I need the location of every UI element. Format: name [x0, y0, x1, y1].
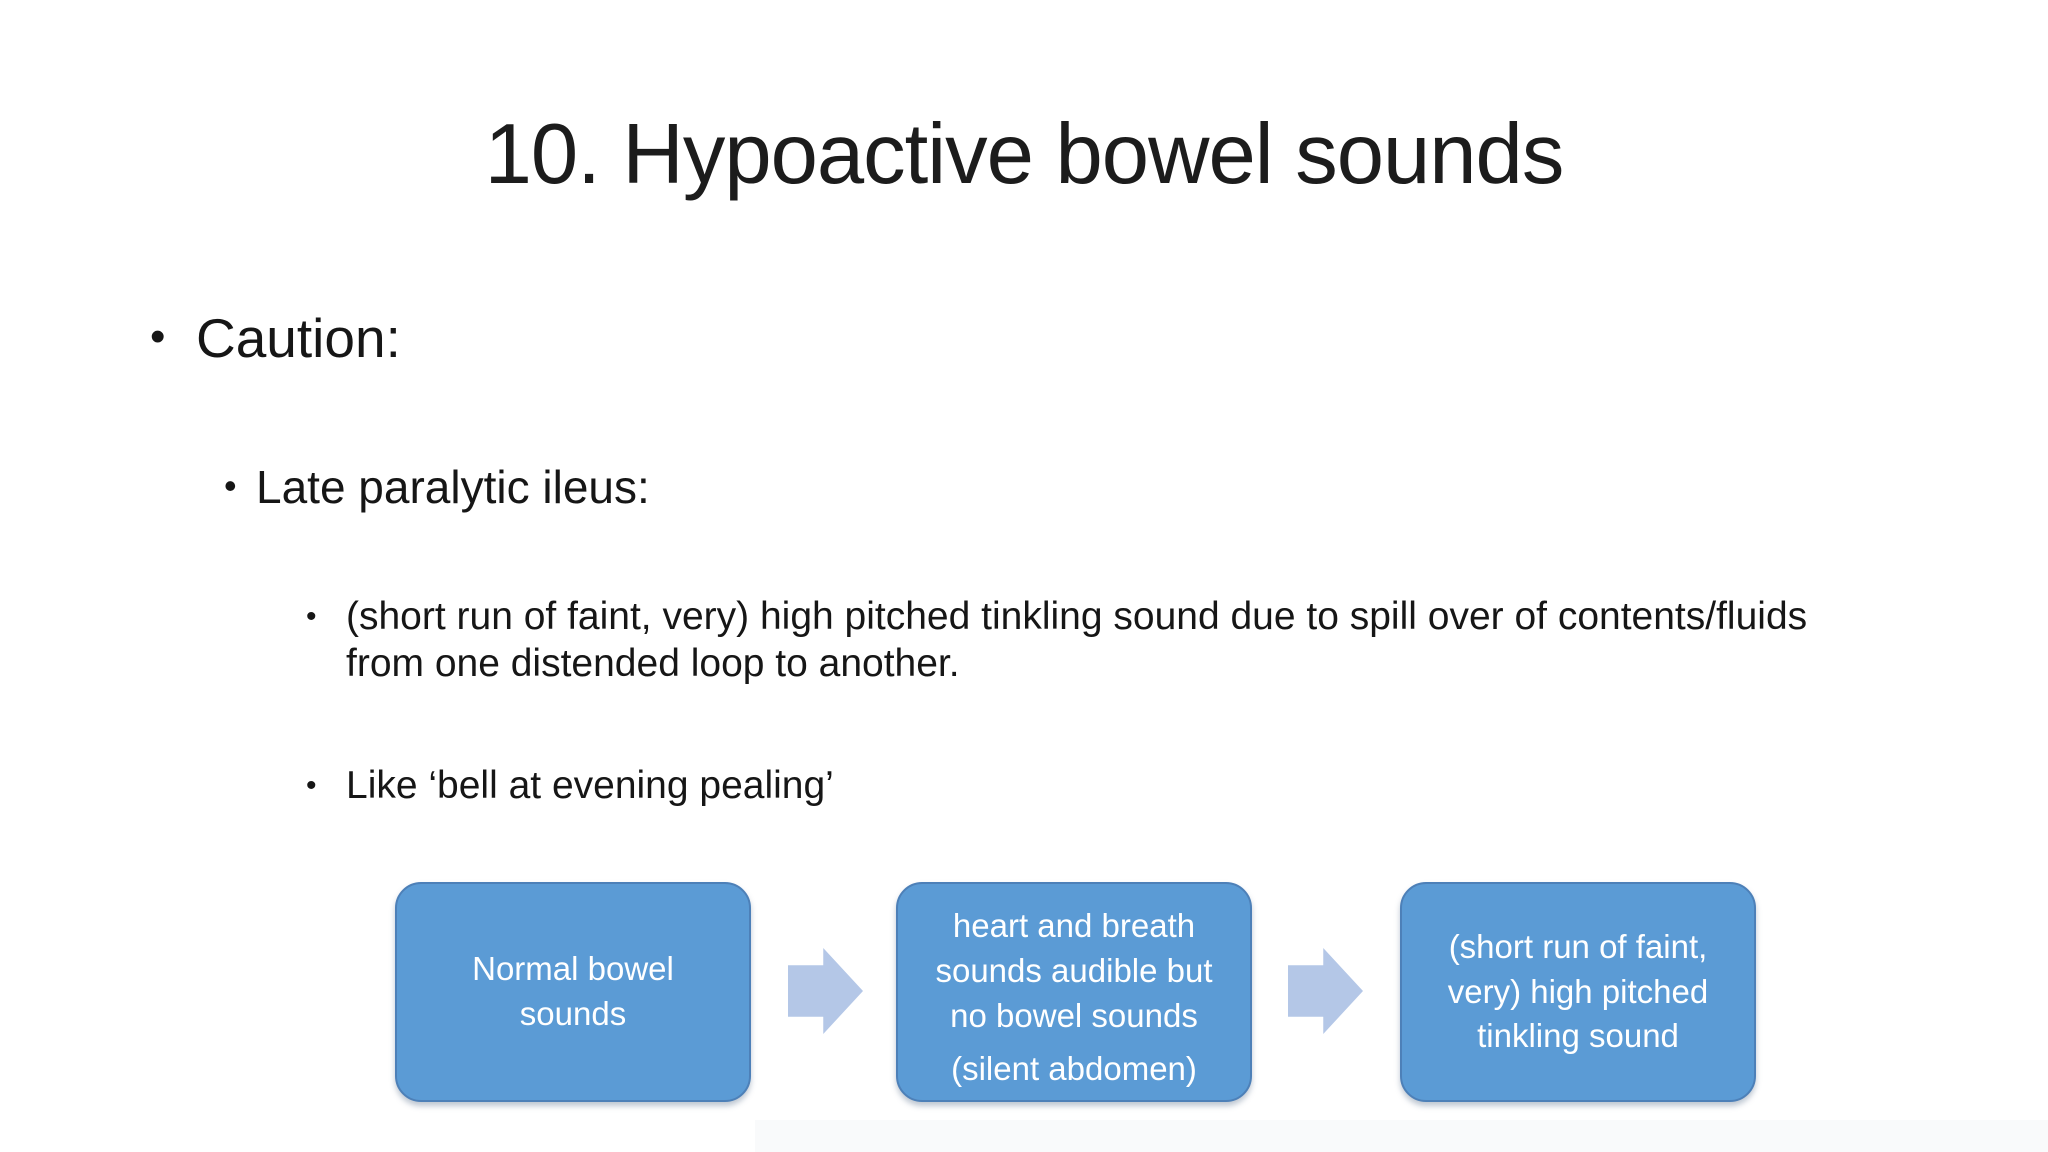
bullet-icon: • — [224, 465, 237, 506]
right-arrow-icon — [1288, 948, 1363, 1034]
bullet-item-bell-simile: • Like ‘bell at evening pealing’ — [306, 764, 834, 808]
bullet-item-late-paralytic-ileus: • Late paralytic ileus: — [224, 460, 650, 514]
right-arrow-icon — [788, 948, 863, 1034]
bullet-text-caution: Caution: — [196, 307, 401, 369]
bullet-text-late-paralytic-ileus: Late paralytic ileus: — [256, 461, 650, 513]
bullet-icon: • — [306, 600, 317, 633]
flow-step-label: heart and breath sounds audible but no b… — [935, 907, 1213, 1034]
bottom-edge-band — [755, 1120, 2048, 1152]
bullet-icon: • — [150, 312, 166, 361]
bullet-text-bell-simile: Like ‘bell at evening pealing’ — [346, 764, 834, 807]
flow-step-tinkling-sound: (short run of faint, very) high pitched … — [1400, 882, 1756, 1102]
flow-step-label: Normal bowel sounds — [472, 950, 674, 1032]
flow-step-silent-abdomen: heart and breath sounds audible but no b… — [896, 882, 1252, 1102]
bullet-text-tinkling-sound: (short run of faint, very) high pitched … — [346, 595, 1808, 685]
bullet-item-tinkling-sound: • (short run of faint, very) high pitche… — [306, 594, 1846, 688]
flow-step-label: (short run of faint, very) high pitched … — [1447, 927, 1709, 1055]
slide-title: 10. Hypoactive bowel sounds — [484, 107, 1565, 202]
bullet-icon: • — [306, 769, 317, 802]
bullet-item-caution: • Caution: — [150, 306, 401, 370]
flow-step-sublabel: (silent abdomen) — [951, 1049, 1197, 1087]
flow-step-normal-bowel-sounds: Normal bowel sounds — [395, 882, 751, 1102]
